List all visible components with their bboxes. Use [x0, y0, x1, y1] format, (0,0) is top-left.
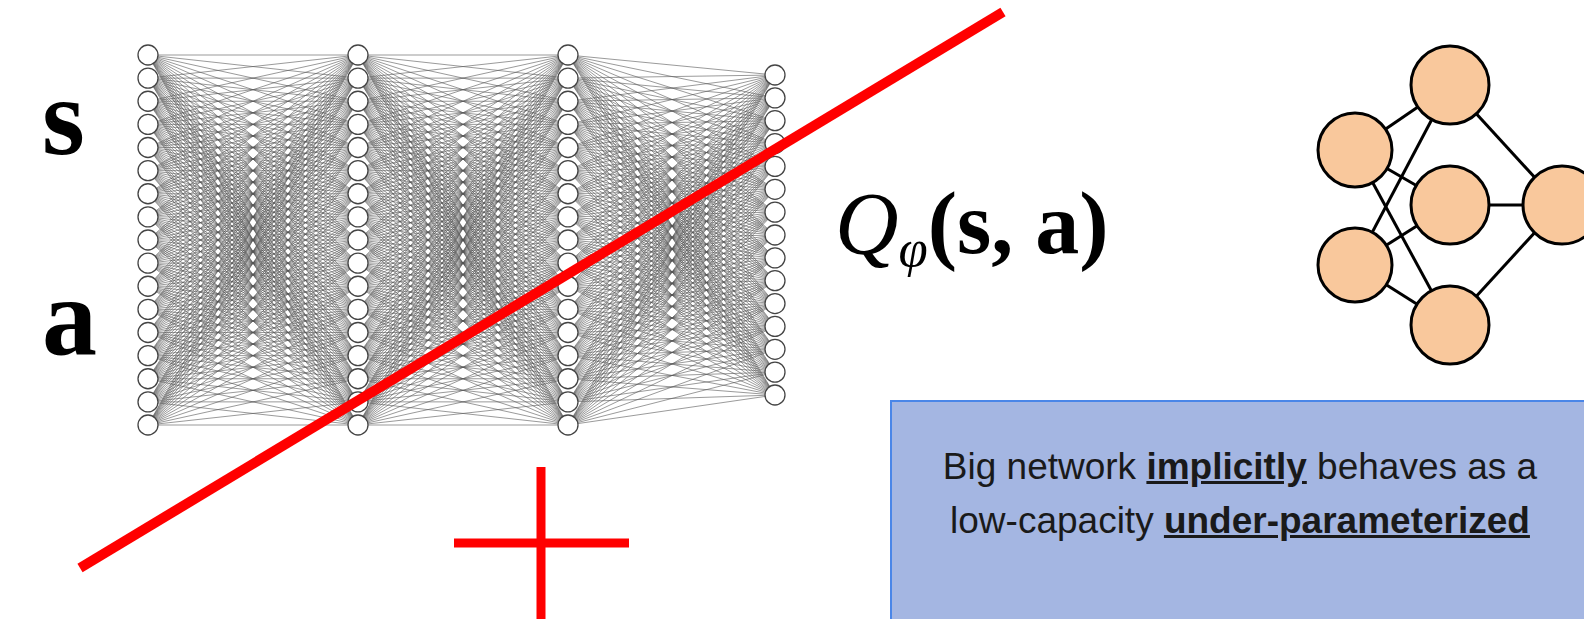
callout-box: Big network implicitly behaves as a low-…	[890, 400, 1584, 619]
action-symbol: a	[42, 262, 97, 372]
q-function-label: Qφ(s, a)	[835, 180, 1109, 275]
state-symbol: s	[42, 62, 85, 172]
network-neurons	[138, 45, 785, 435]
plus-sign	[454, 467, 629, 619]
network-links	[148, 55, 775, 425]
callout-text: Big network implicitly behaves as a low-…	[910, 440, 1570, 548]
small-network-neurons	[1318, 46, 1584, 364]
